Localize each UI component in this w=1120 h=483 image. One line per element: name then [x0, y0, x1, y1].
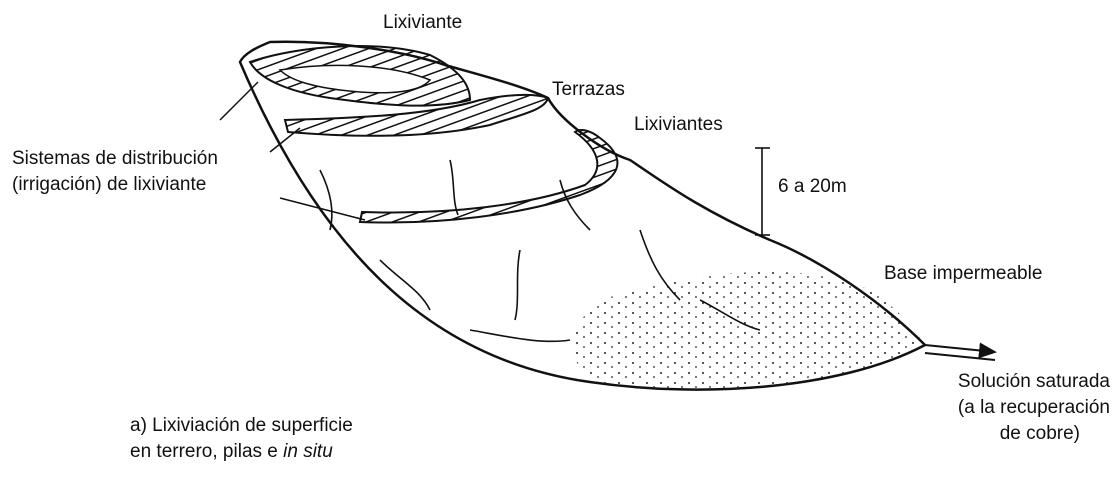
label-leachants: Lixiviantes [634, 113, 723, 137]
label-solution-line2: (a la recuperación [880, 396, 1110, 420]
caption-line1: a) Lixiviación de superficie [130, 414, 353, 438]
caption-line2: en terrero, pilas e in situ [130, 440, 333, 464]
label-top-leachant: Lixiviante [383, 11, 462, 35]
caption-line2-prefix: en terrero, pilas e [130, 441, 283, 462]
label-solution-line1: Solución saturada [880, 370, 1110, 394]
solution-outflow-arrow [925, 345, 995, 360]
caption-line2-italic: in situ [283, 441, 333, 462]
label-impermeable-base: Base impermeable [884, 262, 1042, 286]
height-dimension [755, 148, 770, 235]
label-solution-line3: de cobre) [880, 422, 1080, 446]
label-distribution-line2: (irrigación) de lixiviante [12, 173, 206, 197]
label-height: 6 a 20m [778, 175, 847, 199]
label-distribution-line1: Sistemas de distribución [12, 147, 218, 171]
label-terraces: Terrazas [552, 78, 625, 102]
